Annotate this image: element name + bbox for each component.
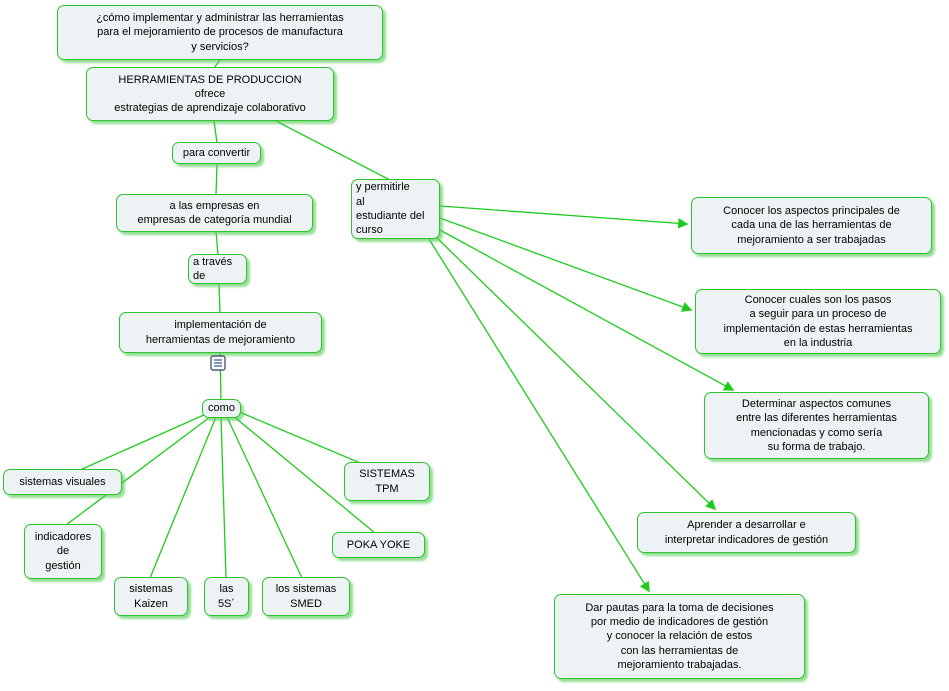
link-como-smed <box>226 416 303 579</box>
link-permitirle-conocer-aspectos <box>439 205 689 229</box>
link-permitirle-conocer-pasos <box>439 217 693 312</box>
node-implementacion-herramientas[interactable]: implementación de herramientas de mejora… <box>119 312 322 353</box>
link-paraconvertir-empresas <box>215 163 218 196</box>
node-question[interactable]: ¿cómo implementar y administrar las herr… <box>57 5 383 60</box>
node-determinar-aspectos[interactable]: Determinar aspectos comunes entre las di… <box>704 392 929 459</box>
link-atraves-implementacion <box>218 282 221 314</box>
node-las-5s[interactable]: las 5S´ <box>204 577 249 616</box>
link-como-5s <box>220 416 227 579</box>
link-herramientas-permitirle <box>275 120 391 181</box>
link-empresas-atraves <box>215 230 219 256</box>
link-permitirle-aprender <box>435 236 717 511</box>
link-question-herramientas <box>213 59 221 69</box>
node-sistemas-tpm[interactable]: SISTEMAS TPM <box>344 462 430 501</box>
link-permitirle-dar-pautas <box>428 238 650 593</box>
node-dar-pautas[interactable]: Dar pautas para la toma de decisiones po… <box>554 594 805 679</box>
node-herramientas-produccion[interactable]: HERRAMIENTAS DE PRODUCCION ofrece estrat… <box>86 67 334 121</box>
node-conocer-aspectos[interactable]: Conocer los aspectos principales de cada… <box>691 197 932 254</box>
node-conocer-pasos[interactable]: Conocer cuales son los pasos a seguir pa… <box>695 289 941 354</box>
node-para-convertir[interactable]: para convertir <box>172 142 261 164</box>
node-sistemas-smed[interactable]: los sistemas SMED <box>262 577 350 616</box>
link-como-sistemas-visuales <box>79 413 207 471</box>
node-a-traves-de[interactable]: a través de <box>188 254 247 284</box>
resource-icon[interactable] <box>209 354 226 371</box>
node-aprender-indicadores[interactable]: Aprender a desarrollar e interpretar ind… <box>637 512 856 553</box>
document-list-icon <box>209 354 226 371</box>
node-sistemas-kaizen[interactable]: sistemas Kaizen <box>114 577 188 616</box>
node-sistemas-visuales[interactable]: sistemas visuales <box>3 469 122 495</box>
link-herramientas-paraconvertir <box>213 120 218 144</box>
link-como-tpm <box>236 410 366 466</box>
node-indicadores-gestion[interactable]: indicadores de gestión <box>24 524 102 579</box>
node-poka-yoke[interactable]: POKA YOKE <box>332 532 425 558</box>
link-como-indicadores <box>65 416 211 526</box>
link-como-pokayoke <box>231 414 376 534</box>
node-como[interactable]: como <box>202 399 241 418</box>
link-como-kaizen <box>149 416 217 579</box>
node-empresas-categoria-mundial[interactable]: a las empresas en empresas de categoría … <box>116 194 313 232</box>
link-permitirle-determinar <box>439 229 735 391</box>
node-permitirle-estudiante[interactable]: y permitirle al estudiante del curso <box>351 179 440 239</box>
